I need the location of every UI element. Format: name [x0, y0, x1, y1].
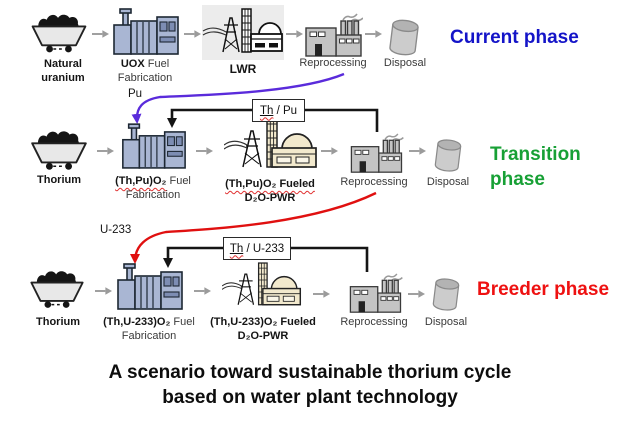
diagram-caption: A scenario toward sustainable thorium cy… [108, 362, 512, 408]
fuel-fabrication-plant-icon [112, 262, 186, 314]
fuel-fabrication-plant-icon [108, 8, 182, 58]
lwr-label: LWR [229, 62, 257, 76]
th-pu-fab-label: (Th,Pu)O₂ Fuel Fabrication [115, 175, 191, 201]
flow-arrow-icon [97, 145, 114, 157]
disposal-canister-icon [386, 17, 422, 58]
flow-arrow-icon [194, 285, 211, 297]
transition-phase-label: Transition phase [490, 144, 581, 190]
lwr-plant-icon [202, 5, 284, 60]
disposal-canister-icon [431, 137, 465, 174]
ore-cart-icon [24, 267, 90, 311]
th-u233-pwr-label: (Th,U-233)O₂ Fueled D₂O-PWR [210, 316, 316, 342]
disposal-label: Disposal [426, 176, 470, 188]
flow-arrow-icon [313, 288, 330, 300]
uox-fab-label: UOX Fuel Fabrication [117, 58, 173, 84]
th-u233-fab-label: (Th,U-233)O₂ Fuel Fabrication [103, 316, 195, 342]
reprocessing-label: Reprocessing [299, 57, 367, 69]
th-pu-pwr-label: (Th,Pu)O₂ Fueled D₂O-PWR [225, 178, 315, 204]
th-u233-box: Th / U-233 [223, 237, 291, 260]
disposal-label: Disposal [424, 316, 468, 328]
reprocessing-plant-icon [347, 133, 405, 174]
reprocessing-plant-icon [346, 273, 404, 314]
thorium-label: Thorium [36, 316, 80, 328]
pu-flow-curve [131, 72, 345, 124]
ore-cart-icon [24, 127, 94, 173]
natural-uranium-label: Natural uranium [41, 58, 85, 84]
flow-arrow-icon [95, 285, 112, 297]
breeder-phase-label: Breeder phase [477, 279, 610, 300]
reprocessing-plant-icon [303, 13, 363, 58]
u233-flow-curve [130, 191, 377, 264]
d2o-pwr-plant-icon [222, 258, 302, 314]
flow-arrow-icon [196, 145, 213, 157]
flow-arrow-icon [286, 28, 303, 40]
d2o-pwr-plant-icon [224, 115, 318, 175]
disposal-canister-icon [429, 276, 463, 313]
pu-flow-label: Pu [128, 88, 143, 100]
current-phase-label: Current phase [450, 27, 579, 48]
u233-flow-label: U-233 [100, 224, 132, 236]
disposal-label: Disposal [383, 57, 427, 69]
flow-arrow-icon [184, 28, 201, 40]
flow-arrow-icon [365, 28, 382, 40]
thorium-label: Thorium [37, 174, 81, 186]
th-pu-box: Th / Pu [252, 99, 305, 122]
flow-arrow-icon [409, 145, 426, 157]
flow-arrow-icon [321, 145, 338, 157]
reprocessing-label: Reprocessing [340, 316, 408, 328]
reprocessing-label: Reprocessing [340, 176, 408, 188]
flow-arrow-icon [92, 28, 109, 40]
flow-arrow-icon [408, 288, 425, 300]
ore-cart-icon [26, 10, 92, 56]
fuel-fabrication-plant-icon [117, 123, 189, 172]
